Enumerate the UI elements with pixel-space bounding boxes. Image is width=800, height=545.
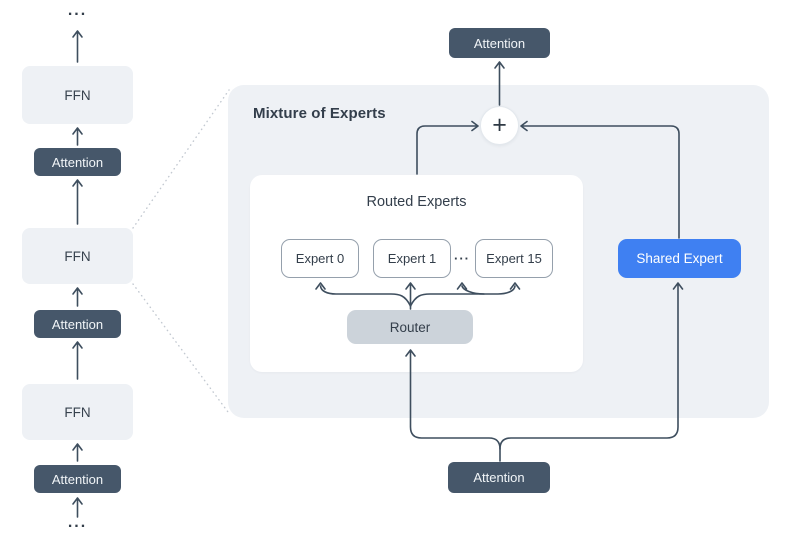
attention-block-2: Attention xyxy=(34,310,121,338)
expert-0-box: Expert 0 xyxy=(281,239,359,278)
arrow-up-icon xyxy=(72,287,83,307)
stack-ellipsis-top: ... xyxy=(67,2,88,19)
ffn-block-3: FFN xyxy=(22,384,133,440)
expert-15-box: Expert 15 xyxy=(475,239,553,278)
arrow-up-icon xyxy=(72,443,83,462)
experts-ellipsis: ··· xyxy=(454,251,470,266)
router-box: Router xyxy=(347,310,473,344)
attention-block-bottom: Attention xyxy=(448,462,550,493)
arrow-up-icon xyxy=(72,127,83,146)
arrow-up-icon xyxy=(72,179,83,225)
ffn-block-2-expanded: FFN xyxy=(22,228,133,284)
zoom-guide-bottom-dotted-line xyxy=(132,283,229,413)
zoom-guide-top-dotted-line xyxy=(132,89,230,229)
attention-block-top: Attention xyxy=(449,28,550,58)
arrow-up-icon xyxy=(72,30,83,63)
stack-ellipsis-bottom: ... xyxy=(67,514,88,531)
shared-expert-box: Shared Expert xyxy=(618,239,741,278)
panel-title: Mixture of Experts xyxy=(253,105,386,122)
attention-block-1: Attention xyxy=(34,148,121,176)
ffn-block-1: FFN xyxy=(22,66,133,124)
sum-node: + xyxy=(480,106,519,145)
expert-1-box: Expert 1 xyxy=(373,239,451,278)
routed-experts-title: Routed Experts xyxy=(366,194,467,210)
attention-block-3: Attention xyxy=(34,465,121,493)
arrow-up-icon xyxy=(72,341,83,380)
